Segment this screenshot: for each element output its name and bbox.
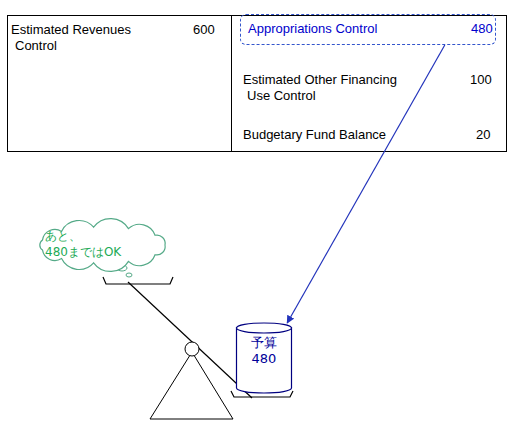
cylinder-body — [237, 327, 292, 393]
left-pan — [103, 277, 173, 284]
amount: 100 — [470, 72, 500, 88]
thought-bubble — [126, 273, 132, 277]
cylinder-top — [237, 323, 292, 333]
scale-stand — [150, 352, 233, 419]
amount: 20 — [476, 127, 506, 143]
account-name: Estimated Other Financing Use Control — [243, 72, 422, 104]
amount: 600 — [193, 22, 223, 38]
budget-text: 予算 480 — [244, 335, 284, 367]
amount: 480 — [471, 21, 501, 37]
thought-cloud: あと、 480まではOK — [35, 222, 170, 268]
cloud-outline — [40, 219, 165, 272]
account-name: Estimated Revenues Control — [11, 22, 165, 54]
scale-beam — [128, 282, 252, 398]
scale-pivot — [185, 342, 199, 356]
highlight-box: Appropriations Control480 — [240, 14, 496, 45]
account-name: Budgetary Fund Balance — [243, 127, 443, 143]
thought-text: あと、 480まではOK — [45, 228, 157, 260]
table-cell: Estimated Revenues Control 600 — [7, 15, 232, 152]
account-name: Appropriations Control — [248, 21, 448, 37]
budget-cylinder: 予算 480 — [235, 322, 293, 394]
table-cell: Estimated Other Financing Use Control 100… — [231, 15, 507, 152]
